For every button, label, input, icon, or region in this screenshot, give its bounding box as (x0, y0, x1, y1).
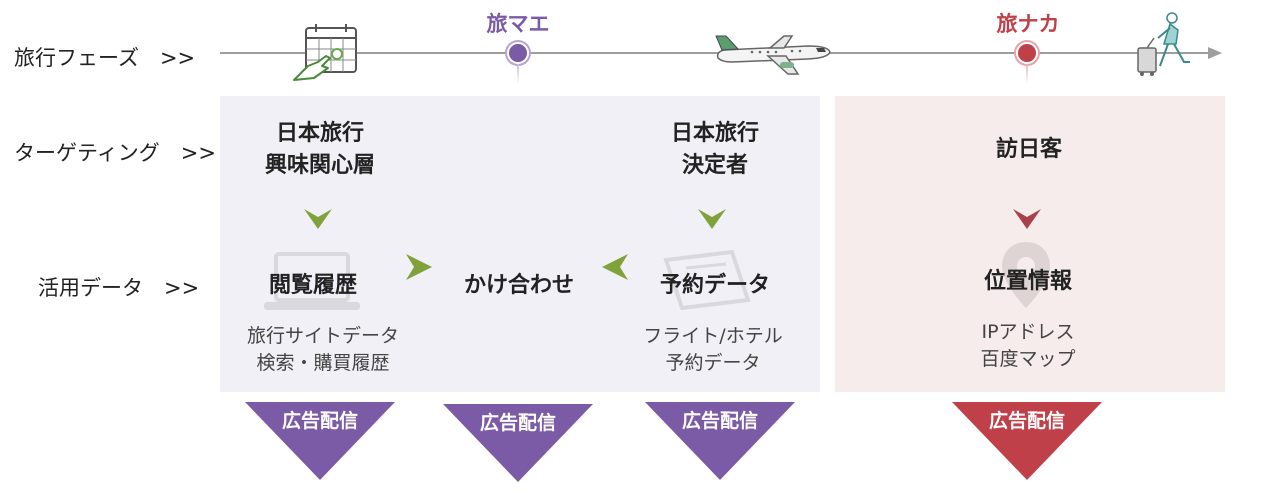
phase-node-during (1016, 42, 1038, 64)
targeting-decided: 日本旅行 決定者 (595, 118, 835, 182)
down-chevron-icon (1013, 209, 1041, 229)
left-chevron-icon (602, 254, 628, 280)
ad-delivery-label: 広告配信 (281, 410, 358, 432)
data-location-line1: IPアドレス (981, 321, 1075, 343)
ad-delivery-label: 広告配信 (681, 410, 758, 432)
ad-delivery-label: 広告配信 (988, 410, 1065, 432)
data-combine-title: かけ合わせ (463, 273, 574, 298)
data-booking-line2: 予約データ (665, 352, 761, 374)
phase-label-before: 旅マエ (486, 12, 550, 36)
during-travel-panel (835, 96, 1225, 392)
phase-node-before (507, 42, 529, 64)
targeting-interest-line1: 日本旅行 (275, 121, 364, 146)
targeting-visitors: 訪日客 (995, 137, 1062, 162)
row-label-phase: 旅行フェーズ >> (14, 46, 196, 70)
down-chevron-icon (304, 209, 332, 229)
data-location-title: 位置情報 (983, 269, 1072, 294)
phase-stem-during (1026, 64, 1028, 84)
ad-triangle-shape (645, 402, 795, 480)
ad-delivery-badge-4: 広告配信 (952, 402, 1102, 480)
ad-delivery-label: 広告配信 (479, 412, 556, 434)
ad-delivery-badge-3: 広告配信 (645, 402, 795, 480)
down-chevron-icon (698, 209, 726, 229)
ad-triangle-shape (443, 404, 593, 482)
ticket-icon (663, 250, 751, 310)
data-browsing-detail: 旅行サイトデータ 検索・購買履歴 (203, 323, 443, 377)
timeline-arrow-icon (1208, 47, 1222, 59)
row-label-targeting: ターゲティング >> (14, 141, 216, 165)
traveler-with-suitcase-icon (1137, 12, 1190, 76)
targeting-interest-line2: 興味関心層 (264, 153, 375, 178)
data-browsing-title: 閲覧履歴 (268, 273, 357, 298)
right-chevron-icon (406, 254, 432, 280)
data-booking-detail: フライト/ホテル 予約データ (593, 323, 833, 377)
data-location-detail: IPアドレス 百度マップ (908, 319, 1148, 373)
targeting-interest: 日本旅行 興味関心層 (200, 118, 440, 182)
ad-delivery-badge-1: 広告配信 (245, 402, 395, 480)
data-location-line2: 百度マップ (980, 348, 1076, 370)
phase-label-during: 旅ナカ (996, 12, 1060, 36)
ad-delivery-badge-2: 広告配信 (443, 404, 593, 482)
data-browsing-line2: 検索・購買履歴 (256, 352, 390, 374)
targeting-decided-line1: 日本旅行 (670, 121, 759, 146)
row-label-data: 活用データ >> (38, 276, 200, 300)
pre-travel-panel (220, 96, 820, 392)
airplane-icon (715, 35, 831, 75)
ad-triangle-shape (952, 402, 1102, 480)
data-browsing-line1: 旅行サイトデータ (246, 325, 399, 347)
data-booking-title: 予約データ (659, 273, 770, 298)
laptop-icon (264, 252, 360, 310)
ad-triangle-shape (245, 402, 395, 480)
calendar-hand-icon (293, 24, 357, 81)
targeting-decided-line2: 決定者 (681, 153, 748, 178)
timeline-line (220, 52, 1210, 54)
map-pin-icon (1002, 242, 1050, 308)
data-booking-line1: フライト/ホテル (643, 325, 783, 347)
phase-stem-before (517, 64, 519, 84)
